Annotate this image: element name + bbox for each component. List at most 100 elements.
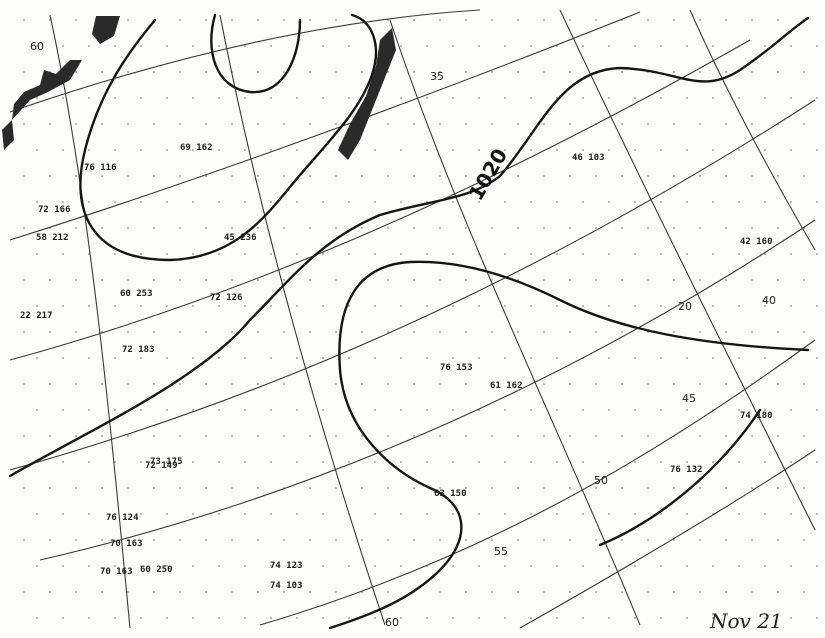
grid-dot xyxy=(49,279,51,281)
grid-dot xyxy=(205,487,207,489)
isobar-line xyxy=(8,16,810,478)
grid-dot xyxy=(413,227,415,229)
grid-dot xyxy=(699,487,701,489)
grid-dot xyxy=(400,357,402,359)
grid-dot xyxy=(114,409,116,411)
grid-dot xyxy=(504,617,506,619)
grid-dot xyxy=(517,71,519,73)
grid-dot xyxy=(634,461,636,463)
grid-dot xyxy=(686,201,688,203)
grid-dot xyxy=(803,279,805,281)
grid-dot xyxy=(530,409,532,411)
grid-dot xyxy=(127,383,129,385)
grid-dot xyxy=(127,175,129,177)
grid-dot xyxy=(491,279,493,281)
grid-dot xyxy=(569,487,571,489)
grid-dot xyxy=(725,383,727,385)
grid-dot xyxy=(634,253,636,255)
grid-dot xyxy=(140,149,142,151)
grid-dot xyxy=(426,97,428,99)
grid-dot xyxy=(218,97,220,99)
grid-dot xyxy=(634,201,636,203)
grid-dot xyxy=(192,617,194,619)
grid-dot xyxy=(322,617,324,619)
grid-dot xyxy=(153,123,155,125)
grid-dot xyxy=(764,149,766,151)
grid-dot xyxy=(218,149,220,151)
grid-dot xyxy=(543,487,545,489)
grid-dot xyxy=(816,357,818,359)
grid-dot xyxy=(439,383,441,385)
grid-dot xyxy=(49,175,51,177)
grid-dot xyxy=(790,565,792,567)
grid-dot xyxy=(452,617,454,619)
grid-dot xyxy=(452,357,454,359)
grid-dot xyxy=(777,175,779,177)
grid-dot xyxy=(309,331,311,333)
grid-dot xyxy=(634,513,636,515)
grid-dot xyxy=(413,175,415,177)
isobars xyxy=(8,13,810,630)
grid-dot xyxy=(751,539,753,541)
grid-dot xyxy=(751,227,753,229)
grid-dot xyxy=(257,123,259,125)
grid-dot xyxy=(75,487,77,489)
grid-dot xyxy=(712,617,714,619)
grid-dot xyxy=(114,565,116,567)
grid-dot xyxy=(257,227,259,229)
grid-dot xyxy=(816,45,818,47)
grid-dot xyxy=(270,305,272,307)
grid-dot xyxy=(283,71,285,73)
grid-dot xyxy=(166,149,168,151)
grid-dot xyxy=(49,331,51,333)
grid-dot xyxy=(452,513,454,515)
grid-dot xyxy=(153,487,155,489)
grid-dot xyxy=(504,201,506,203)
grid-dot xyxy=(478,461,480,463)
grid-dot xyxy=(114,97,116,99)
grid-dot xyxy=(751,175,753,177)
grid-dot xyxy=(777,591,779,593)
grid-dot xyxy=(569,19,571,21)
grid-dot xyxy=(231,175,233,177)
grid-dot xyxy=(673,71,675,73)
station-plot: 72 126 xyxy=(210,293,243,303)
grid-dot xyxy=(504,357,506,359)
grid-dot xyxy=(595,279,597,281)
grid-dot xyxy=(439,539,441,541)
grid-dot xyxy=(660,201,662,203)
grid-dot xyxy=(478,565,480,567)
grid-dot xyxy=(621,279,623,281)
grid-dot xyxy=(36,45,38,47)
grid-dot xyxy=(283,227,285,229)
grid-dot xyxy=(777,71,779,73)
station-plot: 76 116 xyxy=(84,163,117,173)
station-plot: 63 150 xyxy=(434,489,467,499)
station-plot: 70 163 xyxy=(100,567,133,577)
grid-dot xyxy=(803,123,805,125)
grid-dot xyxy=(465,539,467,541)
grid-dot xyxy=(348,201,350,203)
grid-dot xyxy=(725,175,727,177)
grid-dot xyxy=(634,565,636,567)
grid-dot xyxy=(777,487,779,489)
grid-dot xyxy=(153,435,155,437)
grid-dot xyxy=(439,19,441,21)
grid-dot xyxy=(738,461,740,463)
grid-dot xyxy=(400,565,402,567)
grid-dot xyxy=(166,357,168,359)
grid-dot xyxy=(673,331,675,333)
grid-dot xyxy=(36,617,38,619)
grid-dot xyxy=(62,149,64,151)
grid-dot xyxy=(153,539,155,541)
grid-dot xyxy=(114,305,116,307)
grid-dot xyxy=(569,227,571,229)
grid-dot xyxy=(309,539,311,541)
grid-dot xyxy=(62,409,64,411)
grid-dot xyxy=(790,513,792,515)
grid-dot xyxy=(608,305,610,307)
grid-dot xyxy=(426,409,428,411)
station-plot: 76 132 xyxy=(670,465,703,475)
grid-dot xyxy=(582,305,584,307)
